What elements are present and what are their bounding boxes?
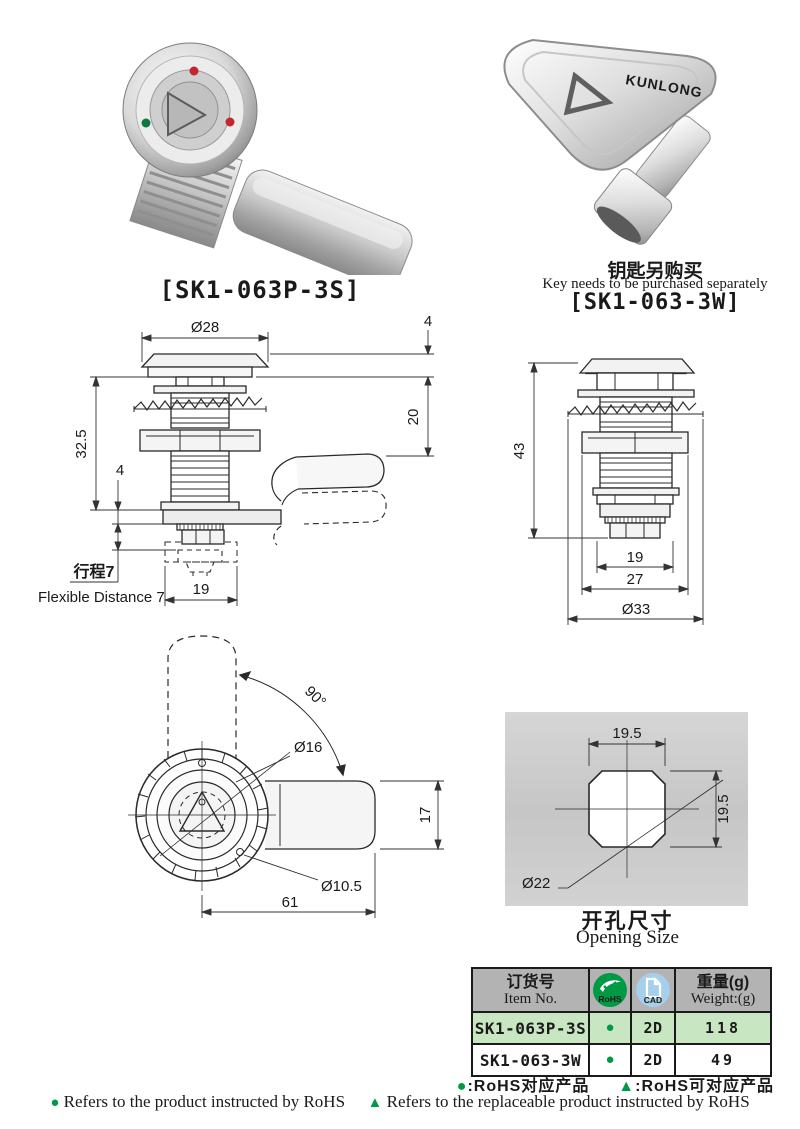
cell-item-1: SK1-063-3W (471, 1043, 590, 1077)
header-cad: CAD (630, 967, 676, 1013)
svg-text:RoHS: RoHS (598, 994, 621, 1004)
dim-width-19: 19 (193, 581, 210, 598)
legend-triangle-cn: :RoHS可对应产品 (635, 1078, 774, 1095)
lock-item-caption: [SK1-063P-3S] (159, 276, 361, 304)
spec-table: 订货号 Item No. RoHS CAD 重量(g) Weight:(g) S… (471, 967, 772, 1077)
lock-photo-cam-lever (232, 169, 413, 275)
dim-cap-4: 4 (424, 313, 432, 330)
legend-dot-symbol: ● (456, 1078, 468, 1095)
header-rohs: RoHS (588, 967, 632, 1013)
dim-open-h: 19.5 (715, 794, 732, 823)
table-row: SK1-063-3W ● 2D 49 (471, 1043, 772, 1077)
dim-length-61: 61 (282, 894, 299, 911)
key-note-cn: 钥匙另购买 (607, 261, 703, 282)
header-weight-cn: 重量(g) (696, 973, 750, 991)
drawing-side-view-cam: Ø28 4 20 32.5 4 行程7 Flexible Distance 7 … (38, 313, 434, 606)
key-item-caption: [SK1-063-3W] (569, 290, 741, 315)
dim-stroke-en: Flexible Distance 7 (38, 589, 165, 606)
dim-nut-27: 27 (627, 571, 644, 588)
legend-dot-cn: :RoHS对应产品 (467, 1078, 590, 1095)
cell-rohs-1: ● (588, 1043, 632, 1077)
dim-stroke-cn: 行程7 (73, 562, 115, 581)
key-note-en: Key needs to be purchased separately (542, 276, 768, 292)
green-indicator-dot (141, 118, 151, 128)
legend-triangle-en: Refers to the replaceable product instru… (386, 1092, 750, 1111)
cell-item-0: SK1-063P-3S (471, 1011, 590, 1045)
dim-open-w: 19.5 (612, 725, 641, 742)
lock-photo-face (122, 42, 258, 178)
dim-width-19b: 19 (627, 549, 644, 566)
legend-dot-en: Refers to the product instructed by RoHS (63, 1092, 346, 1111)
dim-dia16: Ø16 (294, 739, 322, 756)
dim-dia10-5: Ø10.5 (321, 878, 362, 895)
key-triangle-cutout (563, 71, 614, 116)
header-item: 订货号 Item No. (471, 967, 590, 1013)
cell-weight-0: 118 (674, 1011, 772, 1045)
key-photo-head: KUNLONG (503, 38, 717, 171)
dim-height-43: 43 (511, 443, 528, 460)
header-item-cn: 订货号 (506, 973, 555, 991)
drawing-opening-size: 19.5 19.5 Ø22 (505, 712, 748, 906)
key-photo-stem (593, 115, 711, 245)
cell-weight-1: 49 (674, 1043, 772, 1077)
opening-caption-en: Opening Size (576, 927, 679, 948)
dim-dia28: Ø28 (191, 319, 219, 336)
cell-cad-0: 2D (630, 1011, 676, 1045)
key-product-photo: KUNLONG (503, 38, 717, 245)
legend-en-line: ● Refers to the product instructed by Ro… (0, 1092, 800, 1112)
header-weight: 重量(g) Weight:(g) (674, 967, 772, 1013)
legend-dot-symbol-en: ● (50, 1095, 60, 1111)
svg-text:CAD: CAD (644, 995, 662, 1005)
legend-cn-line: ●:RoHS对应产品 ▲:RoHS可对应产品 (457, 1072, 774, 1096)
dim-flange-4: 4 (116, 462, 124, 479)
drawing-front-view: 90° Ø16 Ø10.5 61 17 (128, 635, 444, 918)
legend-triangle-symbol-en: ▲ (367, 1095, 383, 1111)
table-row: SK1-063P-3S ● 2D 118 (471, 1011, 772, 1045)
dim-height-32-5: 32.5 (73, 429, 90, 458)
lock-triangle-recess (167, 91, 208, 137)
dim-cam-17: 17 (417, 807, 434, 824)
cell-cad-1: 2D (630, 1043, 676, 1077)
dim-dia22: Ø22 (522, 875, 550, 892)
rohs-icon: RoHS (593, 973, 627, 1007)
lock-product-photo (122, 42, 413, 275)
dim-rotation-90: 90° (301, 683, 329, 711)
opening-caption-cn: 开孔尺寸 (581, 910, 674, 933)
rohs-dot: ● (605, 1051, 615, 1068)
drawing-side-view-straight: 43 19 27 Ø33 (511, 358, 705, 625)
cad-icon: CAD (636, 973, 670, 1007)
red-indicator-dot-top (189, 66, 199, 76)
dim-dia33: Ø33 (622, 601, 650, 618)
header-weight-en: Weight:(g) (690, 990, 756, 1007)
table-header-row: 订货号 Item No. RoHS CAD 重量(g) Weight:(g) (471, 967, 772, 1013)
rohs-dot: ● (605, 1019, 615, 1036)
dim-depth-20: 20 (405, 409, 422, 426)
cell-rohs-0: ● (588, 1011, 632, 1045)
legend-triangle-symbol: ▲ (618, 1078, 636, 1095)
header-item-en: Item No. (503, 990, 558, 1007)
red-indicator-dot-right (225, 117, 235, 127)
